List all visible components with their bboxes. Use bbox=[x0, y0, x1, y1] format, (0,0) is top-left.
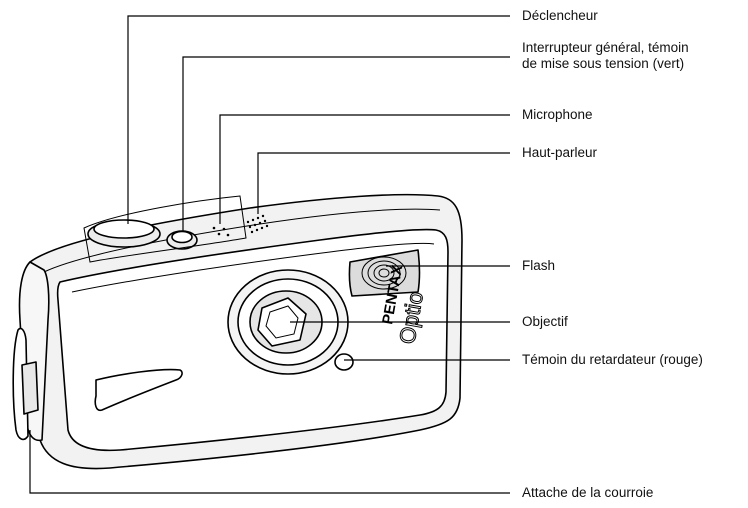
callout-speaker: Haut-parleur bbox=[522, 145, 598, 160]
callout-microphone: Microphone bbox=[522, 107, 593, 122]
callout-lens: Objectif bbox=[522, 314, 568, 329]
callout-self-timer: Témoin du retardateur (rouge) bbox=[522, 352, 703, 367]
callout-power: Interrupteur général, témoin de mise sou… bbox=[522, 40, 689, 72]
callout-power-line-2: de mise sous tension (vert) bbox=[522, 56, 685, 71]
callout-flash: Flash bbox=[522, 258, 556, 273]
leader-lines bbox=[29, 15, 510, 494]
callout-shutter: Déclencheur bbox=[522, 8, 598, 23]
callout-strap: Attache de la courroie bbox=[522, 485, 654, 500]
callout-power-line-1: Interrupteur général, témoin bbox=[522, 40, 689, 55]
camera-illustration: PENTAX Optio bbox=[12, 193, 463, 470]
